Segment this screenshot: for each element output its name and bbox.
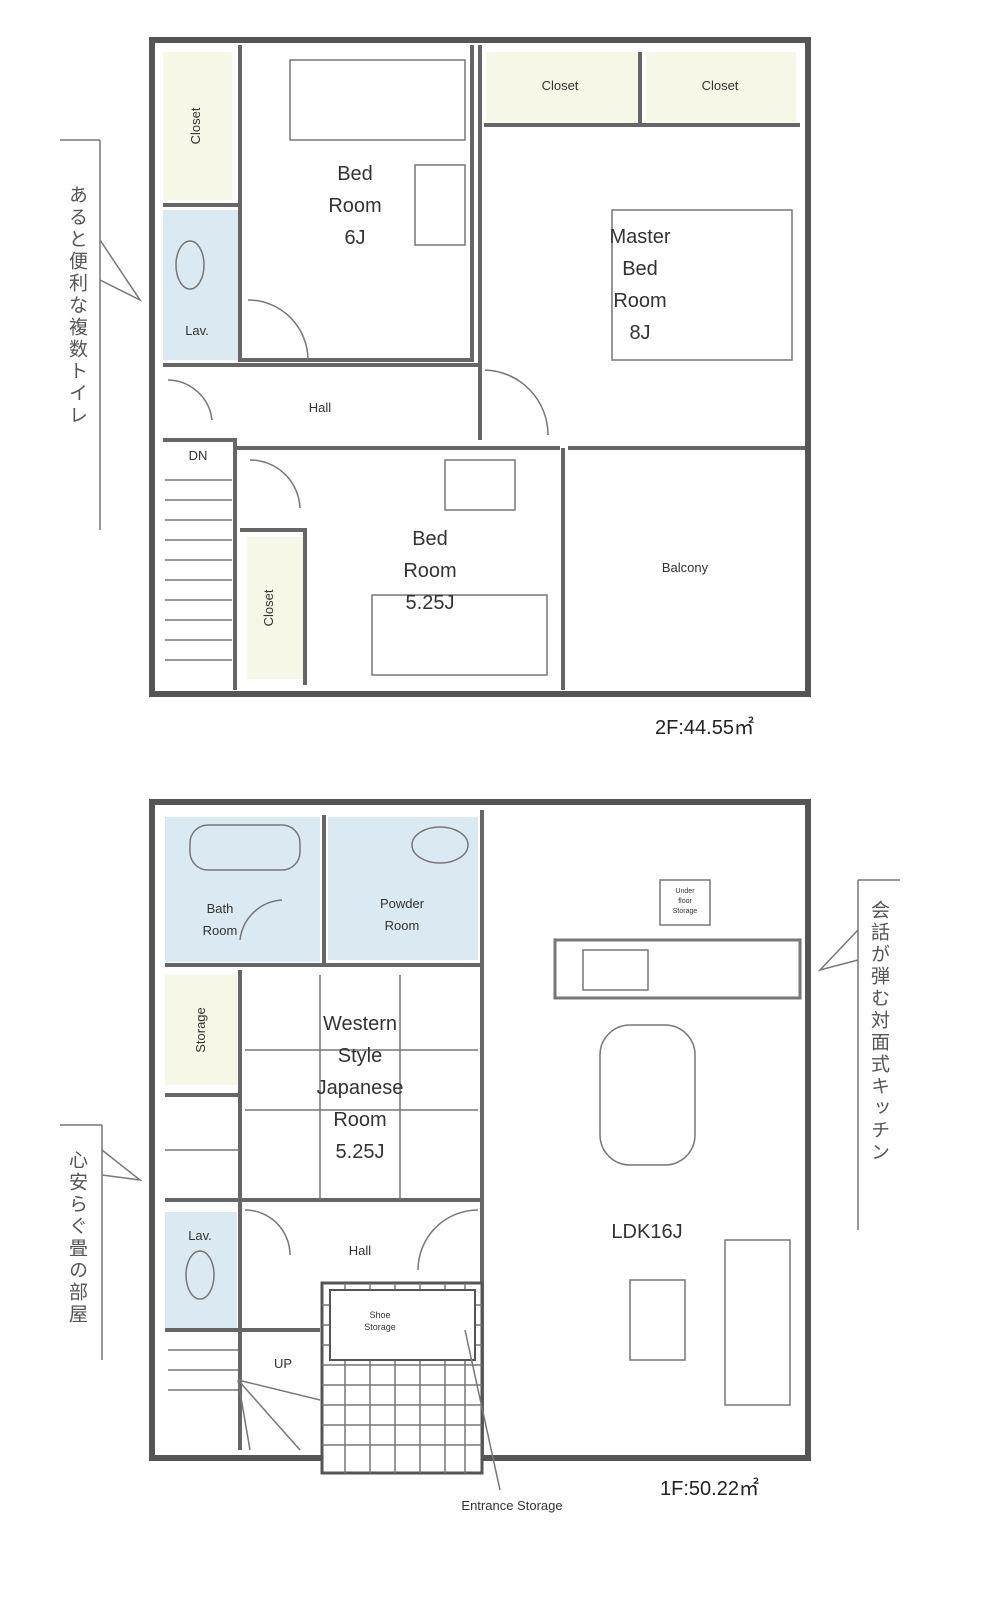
floor2-outer-wall <box>149 37 811 697</box>
room-label-underfloor-storage: Under <box>675 888 695 895</box>
room-label-bath-room: Bath <box>207 901 234 916</box>
room-label-line: Japanese <box>317 1077 404 1099</box>
room-label-hall: Hall <box>349 1243 372 1258</box>
closet-fill <box>486 52 638 122</box>
room-label-line: Storage <box>364 1322 396 1332</box>
room-label-closet: Closet <box>188 107 203 144</box>
callout-bracket <box>60 139 143 530</box>
room-label-storage: Storage <box>193 1007 208 1053</box>
room-label-closet: Closet <box>542 78 579 93</box>
callout-kitchen: 会話が弾む対面式キッチン <box>868 900 890 1164</box>
room-label-line: Storage <box>673 908 698 915</box>
room-label-line: 5.25J <box>406 592 455 614</box>
closet-fill <box>247 537 305 679</box>
room-label-line: 6J <box>344 227 365 249</box>
bath-fill <box>165 817 320 962</box>
room-label-bed-room-6j: Bed <box>337 163 373 185</box>
room-label-line: Room <box>613 290 666 312</box>
stairs-2f <box>165 479 232 661</box>
stairs-1f <box>168 1349 321 1451</box>
closet-fill <box>163 52 232 200</box>
room-label-japanese-room: Western <box>323 1013 397 1035</box>
kitchen-sink <box>582 949 649 991</box>
powder-fill <box>328 817 478 960</box>
leader-line <box>464 1329 501 1491</box>
room-label-balcony: Balcony <box>662 560 709 575</box>
room-label-powder-room: Powder <box>380 896 425 911</box>
entrance-tiles <box>320 1281 484 1475</box>
room-label-line: Room <box>203 923 238 938</box>
room-label-line: Room <box>403 560 456 582</box>
tatami-lines <box>165 975 478 1200</box>
room-label-line: Style <box>338 1045 382 1067</box>
room-label-line: floor <box>678 898 692 905</box>
room-label-bed-room-5-25j: Bed <box>412 528 448 550</box>
room-label-line: Room <box>328 195 381 217</box>
callout-bracket <box>817 879 900 1230</box>
callout-toilets: あると便利な複数トイレ <box>66 185 88 427</box>
room-label-line: Bed <box>622 258 658 280</box>
toilet <box>175 240 205 290</box>
sink <box>411 826 469 864</box>
room-label-hall: Hall <box>309 400 332 415</box>
room-label-lav: Lav. <box>185 323 209 338</box>
room-label-master-bed-room: Master <box>609 226 670 248</box>
dining-table <box>599 1024 696 1166</box>
floor2-area-label: 2F:44.55㎡ <box>655 715 754 739</box>
lav-fill <box>163 210 238 360</box>
storage-fill <box>165 975 237 1085</box>
bed <box>289 59 466 141</box>
coffee-table <box>629 1279 686 1361</box>
stairs-label-up: UP <box>274 1356 292 1371</box>
bathtub <box>189 824 301 871</box>
underfloor-storage <box>659 879 711 926</box>
room-label-ldk: LDK16J <box>611 1221 682 1243</box>
room-label-lav: Lav. <box>188 1228 212 1243</box>
closet-fill <box>646 52 796 122</box>
floor-1: Bath Room Powder Room Storage Western St… <box>60 799 900 1513</box>
callout-bracket <box>60 1124 143 1360</box>
room-label-shoe-storage: Shoe <box>369 1310 390 1320</box>
room-label-line: 5.25J <box>336 1141 385 1163</box>
floor1-area-label: 1F:50.22㎡ <box>660 1476 759 1500</box>
door-swings <box>239 899 479 1271</box>
bed <box>611 209 793 361</box>
toilet <box>185 1250 215 1300</box>
desk <box>414 164 466 246</box>
sofa <box>724 1239 791 1406</box>
room-label-line: Room <box>385 918 420 933</box>
bed <box>371 594 548 676</box>
room-label-closet: Closet <box>261 589 276 626</box>
entrance-storage-label: Entrance Storage <box>461 1498 562 1513</box>
floor-2: Closet Lav. Bed Room 6J Closet Closet Ma… <box>60 37 811 739</box>
callout-tatami-room: 心安らぐ畳の部屋 <box>66 1150 88 1326</box>
kitchen-counter <box>553 938 802 1000</box>
lav-fill <box>165 1212 237 1330</box>
room-label-closet: Closet <box>702 78 739 93</box>
desk <box>444 459 516 511</box>
room-label-line: Room <box>333 1109 386 1131</box>
room-label-line: 8J <box>629 322 650 344</box>
stairs-label-dn: DN <box>189 448 208 463</box>
